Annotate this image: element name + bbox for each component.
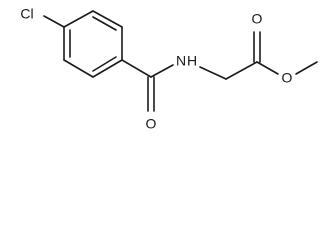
ring-double-bond-inner [92, 16, 117, 31]
hydrogen-atom-label: H [187, 53, 197, 69]
ring-bond [63, 59, 94, 78]
ester-ether-oxygen-label: O [282, 70, 293, 86]
carbonyl-nitrogen-bond [150, 64, 174, 78]
chlorine-atom-label: Cl [20, 6, 33, 22]
ring-carbonyl-bond [121, 59, 152, 78]
benzene-ring [63, 10, 123, 78]
ring-bond [63, 10, 94, 28]
ester-carbonyl-oxygen-label: O [252, 11, 263, 27]
amide-oxygen-label: O [146, 116, 157, 132]
ring-double-bond-inner [92, 56, 117, 72]
chemical-structure-diagram: Cl O N H O O [20, 6, 318, 132]
carbon-chlorine-bond [43, 15, 65, 28]
ring-bond [92, 10, 123, 28]
ring-bond [92, 59, 123, 78]
methylene-ester-carbon-bond [225, 61, 258, 80]
oxygen-methyl-bond [295, 61, 318, 75]
ester-ether-oxygen-bond [256, 61, 279, 75]
nitrogen-methylene-bond [199, 66, 227, 80]
nitrogen-atom-label: N [176, 53, 186, 69]
